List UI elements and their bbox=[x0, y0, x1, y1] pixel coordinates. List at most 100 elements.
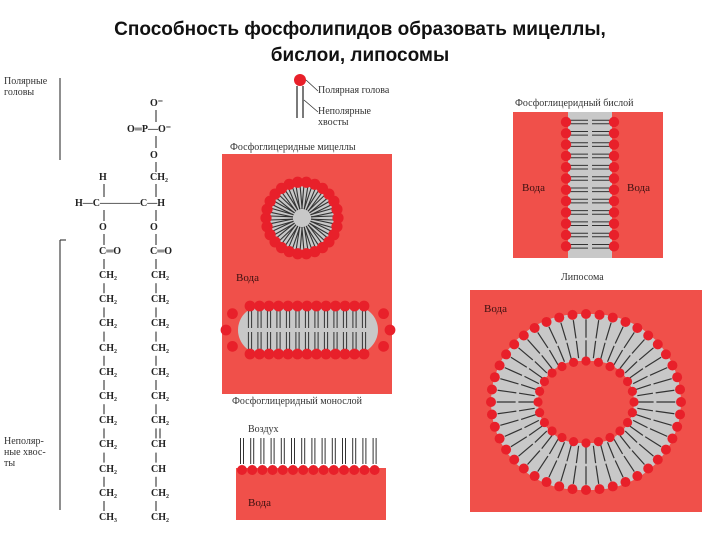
monolayer-head bbox=[359, 465, 369, 475]
bilayer-head bbox=[561, 173, 571, 183]
liposome-outer-head bbox=[519, 330, 529, 340]
micelle bbox=[260, 177, 343, 260]
disc-head bbox=[321, 349, 332, 360]
bilayer-head bbox=[561, 241, 571, 251]
liposome-outer-head bbox=[632, 323, 642, 333]
disc-head bbox=[245, 301, 256, 312]
disc-head bbox=[378, 341, 389, 352]
liposome-outer-head bbox=[653, 455, 663, 465]
monolayer-head bbox=[370, 465, 380, 475]
bilayer-head bbox=[561, 219, 571, 229]
liposome-inner-head bbox=[623, 418, 632, 427]
liposome-outer-head bbox=[581, 485, 591, 495]
liposome-outer-head bbox=[487, 384, 497, 394]
liposome-inner-head bbox=[540, 377, 549, 386]
liposome-inner-head bbox=[569, 437, 578, 446]
liposome-inner-head bbox=[557, 362, 566, 371]
liposome-outer-head bbox=[620, 477, 630, 487]
disc-head bbox=[330, 301, 341, 312]
liposome-outer-head bbox=[643, 330, 653, 340]
liposome-outer-head bbox=[490, 422, 500, 432]
bilayer-head bbox=[561, 196, 571, 206]
monolayer-air-label: Воздух bbox=[248, 424, 279, 435]
bilayer-head bbox=[561, 185, 571, 195]
micelles-water-label: Вода bbox=[236, 272, 259, 284]
liposome-outer-head bbox=[542, 477, 552, 487]
liposome-outer-head bbox=[509, 339, 519, 349]
disc-head bbox=[227, 341, 238, 352]
legend-head bbox=[294, 74, 306, 86]
bilayer-head bbox=[609, 207, 619, 217]
liposome-inner-head bbox=[569, 358, 578, 367]
disc-core bbox=[238, 306, 378, 354]
bilayer-head bbox=[561, 151, 571, 161]
liposome-outer-head bbox=[632, 471, 642, 481]
micelle-head bbox=[331, 204, 342, 215]
liposome-outer-head bbox=[530, 323, 540, 333]
bilayer bbox=[561, 112, 619, 258]
liposome-inner-head bbox=[629, 397, 638, 406]
bilayer-head bbox=[609, 128, 619, 138]
bilayer-head bbox=[561, 117, 571, 127]
liposome-outer-head bbox=[595, 484, 605, 494]
liposome-inner-head bbox=[628, 387, 637, 396]
liposome-outer-head bbox=[661, 445, 671, 455]
liposome-outer-head bbox=[486, 397, 496, 407]
liposome-outer-head bbox=[501, 445, 511, 455]
liposome-outer-head bbox=[542, 317, 552, 327]
bilayer-head bbox=[561, 139, 571, 149]
monolayer-head bbox=[288, 465, 298, 475]
liposome-outer-head bbox=[567, 310, 577, 320]
liposome-outer-head bbox=[554, 313, 564, 323]
disc-head bbox=[302, 301, 313, 312]
formula-bonds bbox=[60, 78, 156, 510]
disc-head bbox=[264, 301, 275, 312]
monolayer-head bbox=[298, 465, 308, 475]
bilayer-head bbox=[561, 207, 571, 217]
disc-head bbox=[311, 349, 322, 360]
liposome-water-label: Вода bbox=[484, 303, 507, 315]
monolayer-head bbox=[319, 465, 329, 475]
liposome-outer-head bbox=[620, 317, 630, 327]
disc-head bbox=[349, 349, 360, 360]
bilayer-head bbox=[609, 139, 619, 149]
disc-head bbox=[349, 301, 360, 312]
liposome-outer-head bbox=[509, 455, 519, 465]
disc-head bbox=[273, 301, 284, 312]
liposome-outer-head bbox=[567, 484, 577, 494]
liposome-outer-head bbox=[672, 372, 682, 382]
liposome-inner-head bbox=[628, 408, 637, 417]
legend-molecule bbox=[294, 74, 318, 118]
disc-head bbox=[254, 301, 265, 312]
liposome-inner-head bbox=[540, 418, 549, 427]
monolayer-head bbox=[237, 465, 247, 475]
liposome-inner-head bbox=[547, 426, 556, 435]
liposome-inner-head bbox=[535, 408, 544, 417]
bilayer-head bbox=[609, 241, 619, 251]
bilayer-head bbox=[609, 117, 619, 127]
liposome-outer-head bbox=[608, 313, 618, 323]
liposome-outer-head bbox=[667, 360, 677, 370]
disc-head bbox=[359, 349, 370, 360]
monolayer-head bbox=[308, 465, 318, 475]
monolayer-water-bg bbox=[236, 468, 386, 520]
monolayer-head bbox=[268, 465, 278, 475]
liposome-outer-head bbox=[643, 464, 653, 474]
disc-head bbox=[292, 301, 303, 312]
disc-head bbox=[245, 349, 256, 360]
disc-head bbox=[283, 301, 294, 312]
liposome-outer-head bbox=[608, 481, 618, 491]
bilayer-head bbox=[561, 128, 571, 138]
liposome-inner-head bbox=[535, 387, 544, 396]
liposome-inner-head bbox=[557, 433, 566, 442]
bilayer-head bbox=[609, 151, 619, 161]
liposome-inner-head bbox=[533, 397, 542, 406]
liposome-outer-head bbox=[495, 360, 505, 370]
bilayer-head bbox=[609, 162, 619, 172]
chain-bonds bbox=[104, 259, 160, 511]
disc-head bbox=[321, 301, 332, 312]
bilayer-core bbox=[568, 112, 612, 258]
bilayer-water-left: Вода bbox=[522, 182, 545, 194]
bilayer-head bbox=[561, 162, 571, 172]
